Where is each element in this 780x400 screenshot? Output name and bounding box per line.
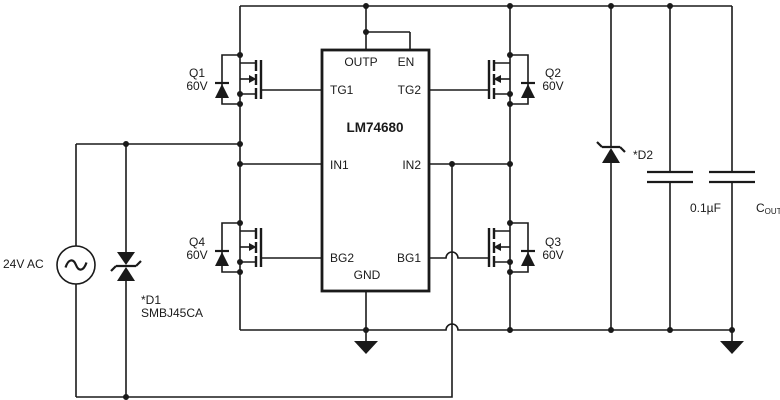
d2-cathode-bar bbox=[596, 141, 626, 153]
wires bbox=[75, 5, 733, 398]
ic-pin-label-en: EN bbox=[398, 55, 415, 69]
junction-dot bbox=[507, 327, 513, 333]
ac-source-circle bbox=[56, 245, 96, 285]
ic-pin-label-tg2: TG2 bbox=[398, 83, 422, 97]
q1-body-diode bbox=[215, 84, 229, 98]
ic-pin-label-in2: IN2 bbox=[402, 158, 421, 172]
junction-dot bbox=[667, 327, 673, 333]
q1-body-diode-branch bbox=[221, 54, 240, 105]
wire-en-bracket bbox=[366, 31, 411, 50]
ic-pin-label-bg2: BG2 bbox=[330, 251, 354, 265]
label-ac-source: 24V AC bbox=[3, 257, 44, 271]
ac-source bbox=[56, 245, 96, 285]
junction-dot bbox=[449, 161, 455, 167]
junction-dot bbox=[237, 91, 243, 97]
junction-dot bbox=[507, 161, 513, 167]
ground-icon bbox=[354, 341, 378, 354]
d1-bottom-diode bbox=[117, 267, 135, 281]
junction-dot bbox=[237, 269, 243, 275]
junction-dot bbox=[507, 101, 513, 107]
junction-dots bbox=[123, 3, 735, 400]
sine-icon bbox=[64, 259, 88, 271]
label-q1-rating: 60V bbox=[186, 79, 207, 93]
q2-arrow bbox=[493, 75, 501, 83]
junction-dot bbox=[507, 259, 513, 265]
label-q4-ref: Q4 bbox=[189, 235, 205, 249]
ic-pin-label-bg1: BG1 bbox=[397, 251, 421, 265]
q4-body-diode bbox=[215, 252, 229, 266]
junction-dot bbox=[363, 29, 369, 35]
junction-dot bbox=[123, 141, 129, 147]
label-d1-ref: *D1 bbox=[141, 293, 161, 307]
junction-dot bbox=[507, 52, 513, 58]
junction-dot bbox=[363, 327, 369, 333]
junction-dot bbox=[237, 101, 243, 107]
junction-dot bbox=[507, 91, 513, 97]
junction-dot bbox=[237, 161, 243, 167]
junction-dot bbox=[237, 52, 243, 58]
junction-dot bbox=[363, 3, 369, 9]
q3-arrow bbox=[493, 243, 501, 251]
ic-part-number: LM74680 bbox=[346, 120, 403, 135]
q4-body-diode-branch bbox=[221, 222, 240, 273]
mosfet-q3 bbox=[487, 222, 535, 273]
junction-dot bbox=[608, 3, 614, 9]
junction-dot bbox=[507, 220, 513, 226]
junction-dot bbox=[507, 269, 513, 275]
ic-pin-label-gnd: GND bbox=[354, 268, 381, 282]
junction-dot bbox=[507, 3, 513, 9]
junction-dot bbox=[237, 259, 243, 265]
capacitor-output bbox=[709, 170, 755, 184]
junction-dot bbox=[237, 141, 243, 147]
wire-bottom-rail bbox=[240, 323, 732, 331]
label-q2-rating: 60V bbox=[542, 79, 563, 93]
cap-bypass-plates bbox=[647, 170, 693, 184]
d1-bar bbox=[110, 260, 142, 272]
q2-body-diode-branch bbox=[510, 54, 529, 105]
label-q1-ref: Q1 bbox=[189, 66, 205, 80]
cap-output-plates bbox=[709, 170, 755, 184]
label-cap-out: COUT bbox=[756, 201, 780, 216]
label-d2-ref: *D2 bbox=[633, 148, 653, 162]
zener-diode-d2 bbox=[596, 141, 626, 163]
mosfet-q2 bbox=[487, 54, 535, 105]
label-q3-rating: 60V bbox=[542, 248, 563, 262]
label-d1-part: SMBJ45CA bbox=[141, 306, 203, 320]
wire-ac-return bbox=[76, 164, 453, 398]
q2-body-diode bbox=[521, 84, 535, 98]
junction-dot bbox=[729, 327, 735, 333]
label-cap-bypass: 0.1µF bbox=[690, 201, 721, 215]
label-q3-ref: Q3 bbox=[545, 235, 561, 249]
q3-body-diode bbox=[521, 252, 535, 266]
ground-symbol-left bbox=[354, 330, 378, 354]
junction-dot bbox=[608, 327, 614, 333]
ic-pin-label-tg1: TG1 bbox=[330, 83, 354, 97]
q1-arrow bbox=[249, 75, 257, 83]
tvs-diode-d1 bbox=[110, 252, 142, 281]
d2-anode-triangle bbox=[602, 148, 620, 163]
mosfet-q4 bbox=[215, 222, 263, 273]
ic-body bbox=[320, 48, 431, 293]
ground-icon bbox=[720, 341, 744, 354]
junction-dot bbox=[237, 220, 243, 226]
mosfet-q1 bbox=[215, 54, 263, 105]
q3-body-diode-branch bbox=[510, 222, 529, 273]
label-q2-ref: Q2 bbox=[545, 66, 561, 80]
d1-top-diode bbox=[117, 252, 135, 265]
ic-pin-label-outp: OUTP bbox=[344, 55, 377, 69]
wire-bg1 bbox=[429, 251, 489, 259]
ground-symbol-right bbox=[720, 330, 744, 354]
q4-arrow bbox=[249, 243, 257, 251]
label-q4-rating: 60V bbox=[186, 248, 207, 262]
ic-pin-label-in1: IN1 bbox=[330, 158, 349, 172]
junction-dot bbox=[667, 3, 673, 9]
capacitor-bypass bbox=[647, 170, 693, 184]
junction-dot bbox=[123, 394, 129, 400]
